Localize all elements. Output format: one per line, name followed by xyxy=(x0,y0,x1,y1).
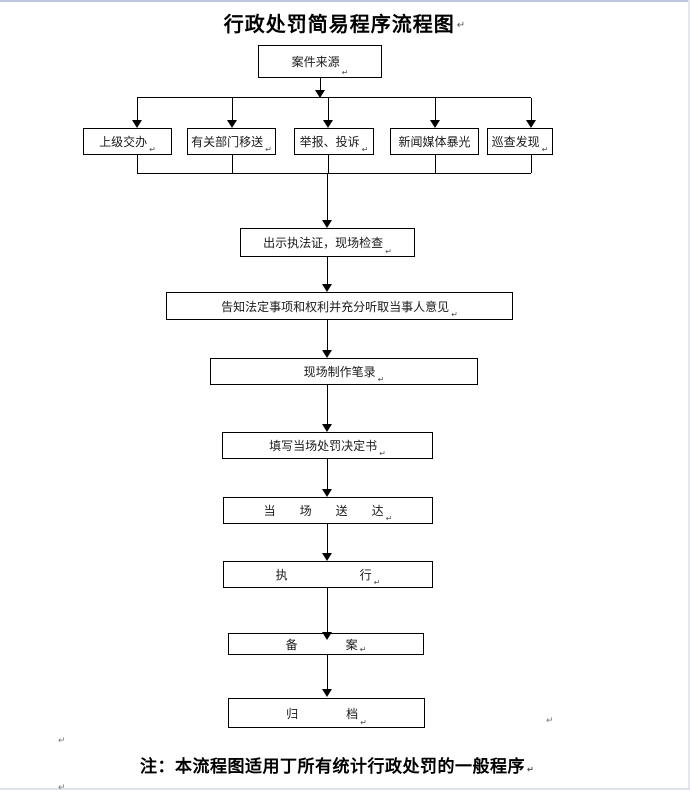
connector-line xyxy=(531,98,532,120)
connector-line xyxy=(327,588,328,632)
paragraph-mark: ↵ xyxy=(265,145,272,154)
arrow-down-icon xyxy=(227,120,237,128)
connector-line xyxy=(232,98,233,120)
arrow-down-icon xyxy=(430,120,440,128)
flow-box-label: 新闻媒体暴光 xyxy=(398,135,471,149)
flow-box-media-exposure: 新闻媒体暴光 xyxy=(390,128,479,155)
paragraph-mark: ↵ xyxy=(58,735,66,745)
page-edge-top xyxy=(0,0,690,2)
footer-note-text: 注：本流程图适用丁所有统计行政处罚的一般程序 xyxy=(140,757,525,776)
flow-box-label: 当 场 送 达 xyxy=(263,504,384,518)
paragraph-mark: ↵ xyxy=(527,765,535,774)
paragraph-mark: ↵ xyxy=(361,145,369,154)
arrow-down-icon xyxy=(132,120,142,128)
flow-box-case-source: 案件来源↵ xyxy=(258,45,382,78)
arrow-down-icon xyxy=(323,120,333,128)
arrow-down-icon xyxy=(322,220,332,228)
connector-line xyxy=(137,155,138,173)
arrow-down-icon xyxy=(315,90,325,98)
flow-box-superior-assignment: 上级交办↵ xyxy=(83,128,172,155)
connector-line xyxy=(328,98,329,120)
flow-box-label: 有关部门移送 xyxy=(191,135,264,149)
arrow-down-icon xyxy=(322,350,332,358)
flow-box-inform-rights-listen: 告知法定事项和权利并充分听取当事人意见↵ xyxy=(166,292,513,320)
connector-line xyxy=(435,155,436,173)
paragraph-mark: ↵ xyxy=(456,19,467,31)
flow-box-label: 举报、投诉 xyxy=(299,135,360,149)
paragraph-mark: ↵ xyxy=(379,449,386,458)
arrow-down-icon xyxy=(526,120,536,128)
paragraph-mark: ↵ xyxy=(377,375,385,384)
arrow-down-icon xyxy=(322,284,332,292)
paragraph-mark: ↵ xyxy=(149,145,156,154)
connector-line xyxy=(327,524,328,553)
flow-box-inspection-discovery: 巡查发现↵ xyxy=(487,128,553,155)
paragraph-mark: ↵ xyxy=(541,145,549,154)
flow-box-fill-penalty-decision: 填写当场处罚决定书↵ xyxy=(222,432,433,459)
arrow-down-icon xyxy=(322,489,332,497)
arrow-down-icon xyxy=(322,424,332,432)
flow-box-onsite-delivery: 当 场 送 达↵ xyxy=(223,497,433,524)
flow-box-label: 告知法定事项和权利并充分听取当事人意见 xyxy=(221,299,450,314)
page-title: 行政处罚简易程序流程图↵ xyxy=(0,8,690,37)
page-title-text: 行政处罚简易程序流程图 xyxy=(223,14,455,36)
paragraph-mark: ↵ xyxy=(373,578,381,587)
connector-line xyxy=(137,97,531,98)
paragraph-mark: ↵ xyxy=(546,715,554,725)
connector-line xyxy=(327,320,328,350)
flow-box-label: 巡查发现 xyxy=(491,135,540,149)
page-edge-bottom xyxy=(0,788,690,790)
flow-box-label: 执 行 xyxy=(275,568,372,582)
arrow-down-icon xyxy=(322,553,332,561)
flow-box-label: 备 案 xyxy=(285,637,358,652)
paragraph-mark: ↵ xyxy=(341,68,349,77)
flow-box-execute: 执 行↵ xyxy=(223,561,433,588)
flow-box-onsite-record: 现场制作笔录↵ xyxy=(210,358,478,385)
flow-box-label: 填写当场处罚决定书 xyxy=(269,439,378,453)
connector-line xyxy=(320,78,321,90)
connector-line xyxy=(327,257,328,284)
connector-line xyxy=(327,174,328,220)
connector-line xyxy=(327,385,328,424)
paragraph-mark: ↵ xyxy=(359,645,367,654)
paragraph-mark: ↵ xyxy=(58,782,66,790)
connector-line xyxy=(232,155,233,173)
arrow-down-icon xyxy=(322,689,332,697)
connector-line xyxy=(327,655,328,689)
paragraph-mark: ↵ xyxy=(451,310,458,319)
paragraph-mark: ↵ xyxy=(360,718,367,727)
connector-line xyxy=(137,98,138,120)
flow-box-label: 案件来源 xyxy=(291,55,340,69)
connector-line xyxy=(531,155,532,173)
page-edge-right xyxy=(688,0,690,790)
flow-box-report-complaint: 举报、投诉↵ xyxy=(294,128,374,155)
flow-box-archive: 归 档↵ xyxy=(228,698,425,728)
connector-line xyxy=(137,173,531,174)
flow-box-label: 上级交办 xyxy=(99,135,148,149)
paragraph-mark: ↵ xyxy=(385,514,393,523)
paragraph-mark: ↵ xyxy=(385,247,392,256)
connector-line xyxy=(435,98,436,120)
flow-box-department-transfer: 有关部门移送↵ xyxy=(187,128,276,155)
flow-box-label: 现场制作笔录 xyxy=(303,365,376,379)
connector-line xyxy=(327,459,328,489)
flow-box-label: 归 档 xyxy=(286,706,359,721)
arrow-down-icon xyxy=(322,632,332,640)
connector-line xyxy=(328,155,329,173)
footer-note: 注：本流程图适用丁所有统计行政处罚的一般程序↵ xyxy=(140,752,534,777)
flow-box-show-credentials-inspect: 出示执法证，现场检查↵ xyxy=(240,228,415,257)
flow-box-label: 出示执法证，现场检查 xyxy=(263,236,384,250)
